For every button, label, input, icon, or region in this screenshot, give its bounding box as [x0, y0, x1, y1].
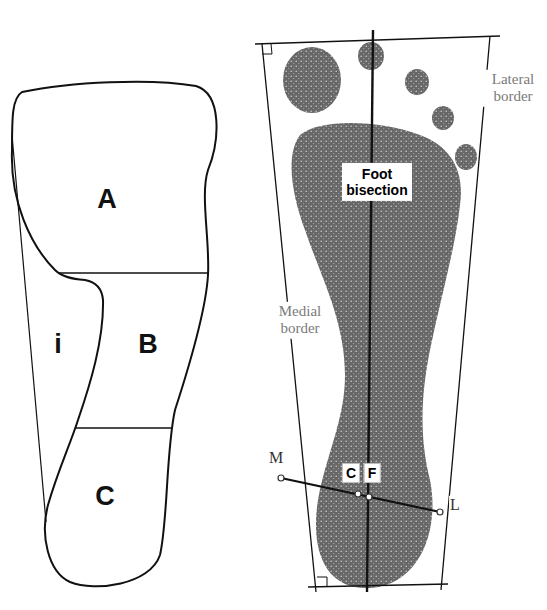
- point-label: L: [449, 496, 461, 514]
- point-label: F: [364, 463, 381, 483]
- point-label: M: [268, 449, 284, 467]
- border-note: Medial border: [268, 302, 332, 339]
- region-letter: i: [54, 329, 62, 360]
- border-note: Lateral border: [482, 70, 544, 107]
- construction-lines: [255, 30, 500, 592]
- axis-label: Foot bisection: [342, 163, 412, 201]
- region-letter: C: [95, 481, 115, 512]
- region-letter: A: [97, 184, 117, 215]
- point-label: C: [342, 463, 360, 483]
- region-letter: B: [138, 329, 158, 360]
- measure-points: [278, 475, 443, 515]
- foot-outline: [12, 82, 217, 587]
